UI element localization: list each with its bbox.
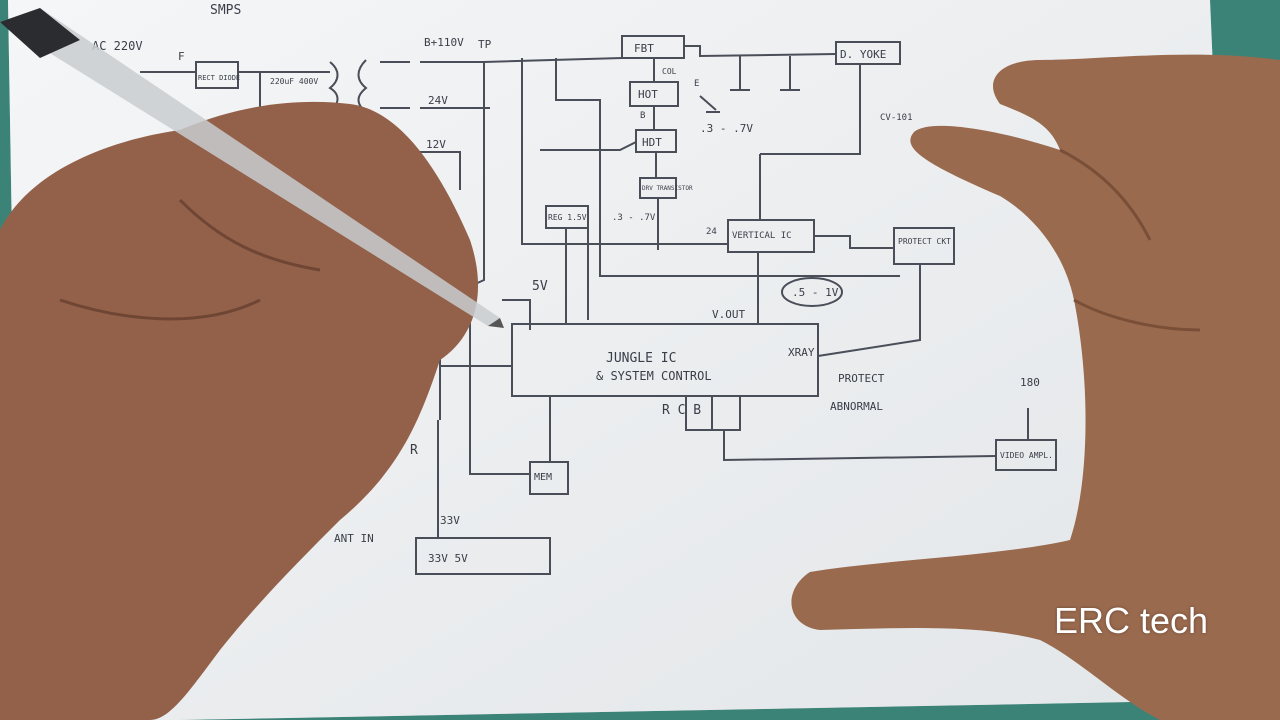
- hot-label: HOT: [638, 88, 658, 101]
- watermark-text: ERC tech: [1054, 600, 1209, 641]
- jungle-ic-label: JUNGLE IC: [606, 351, 676, 366]
- v12-label: 12V: [426, 138, 446, 151]
- d-yoke-box: [835, 41, 901, 65]
- ant-in-label: ANT IN: [334, 532, 374, 545]
- voltage-circle: [781, 277, 843, 307]
- rect-diode-label: RECT DIODE: [198, 74, 240, 82]
- b-label: B: [640, 111, 645, 121]
- reg-label: REG 1.5V: [548, 213, 587, 222]
- abnormal-label: ABNORMAL: [830, 400, 883, 413]
- tp-label: TP: [478, 38, 492, 51]
- xray-label: XRAY: [788, 346, 815, 359]
- jungle-ic-box: [511, 323, 819, 397]
- v180-label: 180: [1020, 376, 1040, 389]
- system-control-label: & SYSTEM CONTROL: [596, 369, 712, 383]
- col-label: COL: [662, 67, 677, 76]
- v5-label: 5V: [532, 279, 548, 294]
- range-label: .3 - .7V: [700, 122, 753, 135]
- v24-label: 24V: [428, 94, 448, 107]
- tuner-box: [415, 537, 551, 575]
- video-ampl-label: VIDEO AMPL.: [1000, 451, 1053, 460]
- left-hand: [0, 101, 479, 720]
- protect-ckt-label: PROTECT CKT: [898, 237, 951, 246]
- ac-input-label: AC 220V: [92, 39, 143, 53]
- video-ampl-box: [995, 439, 1057, 471]
- range3-label: .3 - .7V: [612, 213, 656, 223]
- rect-diode-box: [195, 61, 239, 89]
- range2-label: .5 - 1V: [792, 286, 839, 299]
- e-label: E: [694, 79, 699, 89]
- right-hand: [791, 54, 1280, 720]
- fbt-label: FBT: [634, 42, 654, 55]
- cv-label: CV-101: [880, 113, 913, 123]
- smps-label: SMPS: [210, 3, 241, 18]
- v24b-label: 24: [706, 227, 717, 237]
- protect-label: PROTECT: [838, 372, 885, 385]
- protect-ckt-box: [893, 227, 955, 265]
- v-out-label: V.OUT: [712, 308, 745, 321]
- mem-label: MEM: [534, 472, 552, 483]
- hdt-label: HDT: [642, 136, 662, 149]
- capacitor-label: 220uF 400V: [270, 77, 318, 86]
- drv-label: DRV TRANSISTOR: [642, 185, 693, 192]
- d-yoke-label: D. YOKE: [840, 48, 886, 61]
- vertical-ic-label: VERTICAL IC: [732, 231, 792, 241]
- rcb-label: R C B: [662, 403, 701, 418]
- fuse-label: F: [178, 50, 185, 63]
- b-plus-label: B+110V: [424, 36, 464, 49]
- tuner-label: 33V 5V: [428, 552, 468, 565]
- v33-label: 33V: [440, 514, 460, 527]
- pen: [0, 8, 504, 328]
- r-label: R: [410, 443, 418, 458]
